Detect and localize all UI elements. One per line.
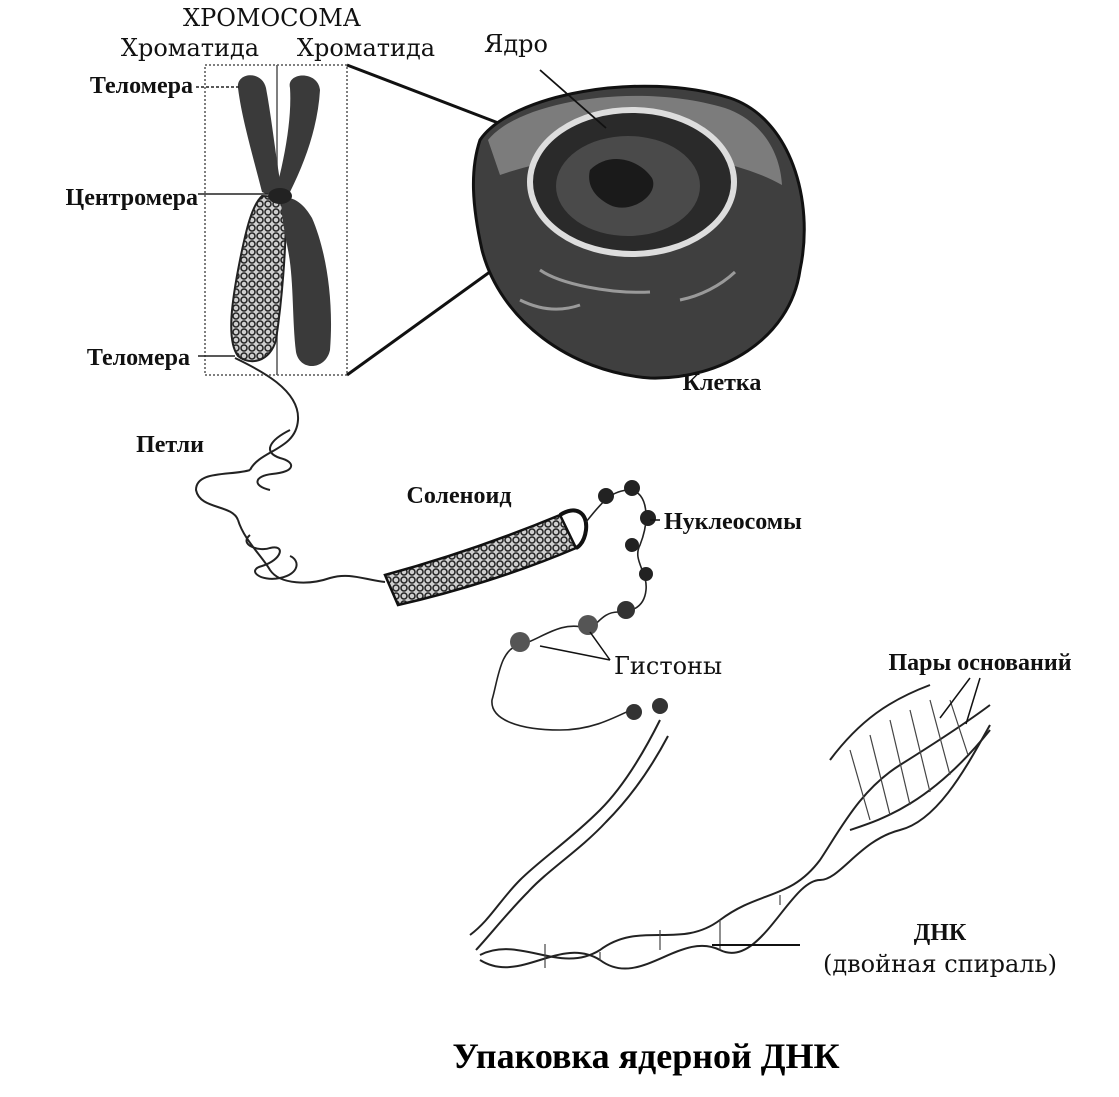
nucleus-leader [539, 69, 607, 129]
nucleosome-bead [652, 698, 668, 714]
telomere-bottom-label: Теломера [87, 345, 190, 371]
loop-spring-lower [245, 534, 298, 580]
chromatid-left-lower-arm [230, 194, 288, 363]
chromosome-header: ХРОМОСОМА [183, 4, 361, 32]
chromatid-left-box [204, 64, 278, 376]
nucleus-chromatin [589, 158, 654, 208]
cell-organelle-marks [519, 268, 737, 311]
histone-leaders [539, 631, 611, 661]
base-pairs-leader-a [939, 677, 971, 719]
chromosome-leaders [196, 86, 268, 357]
chromatid-right-label: Хроматида [297, 34, 435, 62]
dna-sublabel: (двойная спираль) [823, 950, 1057, 978]
helix-open-end [829, 684, 991, 831]
loop-spring-upper [256, 429, 292, 491]
solenoid-label: Соленоид [407, 483, 512, 509]
diagram-caption: Упаковка ядерной ДНК [452, 1036, 839, 1076]
dna-double-helix [469, 677, 991, 970]
chromatid-right-lower-arm [281, 197, 332, 367]
cell-figure [471, 69, 806, 380]
chromosome-figure [204, 64, 348, 376]
nucleosome-bead [617, 601, 635, 619]
nucleosome-bead [598, 488, 614, 504]
labels: ХРОМОСОМА Хроматида Хроматида Теломера Ц… [66, 4, 1072, 1076]
nucleosome-bead [639, 567, 653, 581]
centromere-label: Центромера [66, 185, 198, 211]
cell-label: Клетка [683, 370, 762, 396]
base-pair-rungs [544, 699, 969, 968]
nucleosome-string [491, 480, 668, 731]
solenoid-rod [383, 513, 578, 607]
nucleus-label: Ядро [484, 30, 548, 58]
chromatid-left-label: Хроматида [121, 34, 259, 62]
chromatid-right-upper-arm [276, 75, 320, 195]
nucleosome-bead [624, 480, 640, 496]
nucleosome-bead [625, 538, 639, 552]
solenoid-turn [558, 508, 589, 550]
solenoid-fiber [383, 508, 589, 607]
nucleosome-bead [578, 615, 598, 635]
helix-strand-wide-b [479, 724, 991, 970]
chromatin-loops [194, 357, 386, 584]
centromere-knot [268, 188, 292, 204]
base-pairs-leader-b [965, 677, 981, 725]
chromatid-left-upper-arm [237, 75, 282, 195]
helix-strand-thin-b [475, 735, 669, 951]
nucleosomes-label: Нуклеосомы [664, 509, 802, 535]
base-pairs-label: Пары оснований [888, 650, 1071, 676]
loops-label: Петли [136, 432, 204, 458]
helix-strand-thin [469, 719, 661, 936]
nucleosome-bead [640, 510, 656, 526]
telomere-top-label: Теломера [90, 73, 193, 99]
nucleosome-bead [510, 632, 530, 652]
nucleosome-bead [626, 704, 642, 720]
histones-label: Гистоны [614, 652, 722, 680]
dna-label: ДНК [914, 920, 967, 946]
helix-strand-wide-a [479, 704, 991, 960]
